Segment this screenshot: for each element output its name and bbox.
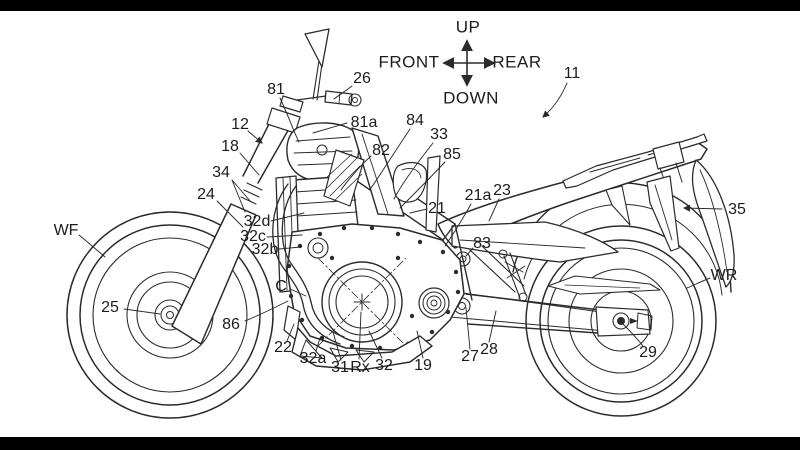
swingarm <box>447 275 661 337</box>
handlebar-grip <box>296 90 362 107</box>
engine <box>286 223 465 351</box>
compass-axes <box>442 39 496 87</box>
rear-wheel <box>525 225 717 417</box>
tail-bodywork <box>437 133 735 288</box>
mid-body-panel <box>451 221 619 263</box>
exhaust-pipe <box>272 183 345 345</box>
mirror <box>304 28 330 101</box>
bash-plate <box>283 305 433 371</box>
front-fork <box>171 95 304 345</box>
intake-duct <box>323 127 441 233</box>
leader-lines <box>78 82 723 361</box>
